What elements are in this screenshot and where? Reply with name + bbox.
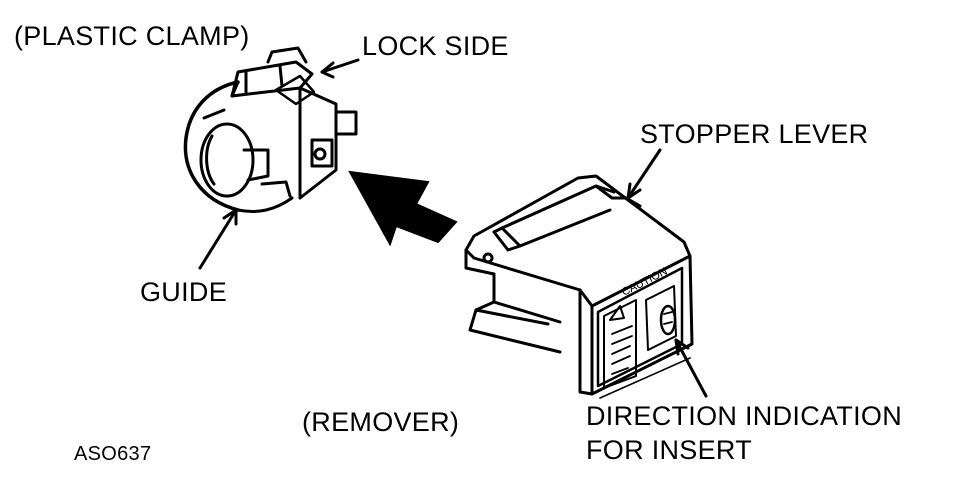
remover-drawing	[464, 174, 694, 399]
caution-text: CAUTION	[620, 265, 670, 298]
guide-arrowhead	[222, 208, 238, 226]
direction-label-line1: DIRECTION INDICATION	[586, 401, 902, 431]
insertion-arrow	[348, 170, 458, 247]
stopper-lever-arrowhead	[626, 182, 642, 200]
lock-side-leader	[320, 58, 360, 74]
direction-label-line2: FOR INSERT	[586, 435, 753, 465]
remover-label: (REMOVER)	[302, 407, 460, 437]
plastic-clamp-drawing	[183, 46, 358, 213]
direction-leader	[674, 338, 708, 398]
figure-code: ASO637	[74, 443, 152, 465]
stopper-lever-label: STOPPER LEVER	[640, 119, 869, 149]
plastic-clamp-label: (PLASTIC CLAMP)	[14, 21, 250, 51]
guide-leader	[198, 208, 238, 270]
guide-label: GUIDE	[140, 277, 228, 307]
stopper-lever-leader	[626, 148, 662, 200]
lock-side-arrowhead	[320, 61, 335, 79]
lock-side-label: LOCK SIDE	[362, 31, 509, 61]
direction-arrowhead	[674, 338, 690, 356]
